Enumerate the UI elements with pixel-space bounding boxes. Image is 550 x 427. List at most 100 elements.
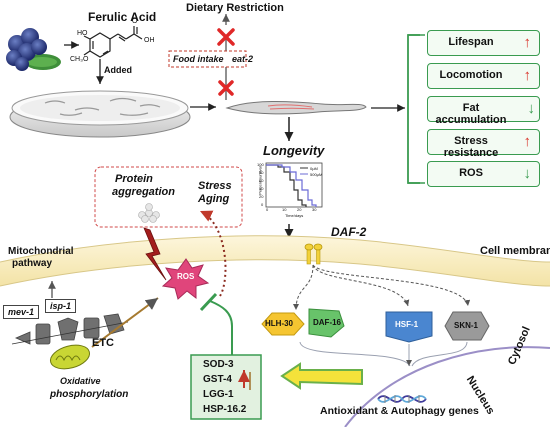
phosphorylation-label: phosphorylation [50, 389, 129, 400]
up-arrow-icon: ↑ [523, 133, 532, 150]
blocked-x-icon [217, 28, 235, 46]
outcome-fat-accumulation: Fat accumulation ↓ [427, 96, 540, 126]
factor-to-gene-line [299, 341, 411, 367]
targets-inhibit-ros [209, 300, 233, 355]
protein-aggregation-label: Protein aggregation [112, 173, 175, 199]
stress-aging-label: Stress Aging [198, 180, 232, 206]
protein-line: Protein [115, 173, 153, 185]
target-gene: LGG-1 [203, 389, 234, 400]
daf2-receptor-icon [304, 243, 323, 265]
inhibition-bar [199, 292, 218, 312]
food-intake-box [168, 50, 247, 68]
survival-curve-control [266, 164, 307, 207]
outcome-locomotion: Locomotion ↑ [427, 63, 540, 89]
mitochondrial-pathway-label: Mitochondrial pathway [8, 246, 74, 270]
factor-to-gene-line [411, 341, 468, 367]
blocked-x-icon [218, 80, 234, 96]
daf2-to-hsf1-arrow [312, 264, 410, 307]
etc-complex-icon [14, 313, 125, 345]
outcome-label: Fat accumulation [435, 102, 507, 126]
c-elegans-worm-icon [225, 101, 367, 115]
hlh30-shape [261, 312, 305, 336]
x-tick: 20 [297, 207, 302, 212]
o-label: O [132, 18, 138, 25]
food-intake-label: Food intake [173, 54, 224, 64]
blueberry-leaf-icon [6, 28, 61, 71]
aggregation-line: aggregation [112, 186, 175, 198]
y-tick: 20 [259, 194, 264, 199]
down-arrow-icon: ↓ [527, 100, 536, 117]
etc-label: ETC [92, 337, 114, 349]
mitochondrial-line: Mitochondrial [8, 246, 74, 257]
ch3o-label: CH₃O [70, 56, 89, 63]
ferulic-acid-structure [83, 26, 143, 58]
daf16-shape [308, 308, 345, 338]
outcome-label: Lifespan [448, 36, 494, 48]
lightning-bolt-icon [143, 227, 167, 281]
skn1-label: SKN-1 [454, 321, 479, 330]
mitochondrion-icon [49, 344, 91, 370]
daf2-to-hlh30-arrow [293, 264, 314, 311]
cell-membrane-label: Cell membrane [480, 245, 550, 257]
etc-membrane-line [11, 321, 129, 345]
down-arrow-icon: ↓ [523, 165, 532, 182]
added-label: Added [104, 65, 132, 75]
outcome-lifespan: Lifespan ↑ [427, 30, 540, 56]
outcome-stress-resistance: Stress resistance ↑ [427, 129, 540, 159]
target-genes-list: SOD-3 GST-4 LGG-1 HSP-16.2 [203, 357, 246, 417]
ros-burst-icon [161, 258, 210, 300]
hsf1-shape [385, 311, 433, 343]
membrane-edge [0, 235, 550, 263]
y-tick: 40 [259, 186, 264, 191]
up-arrow-icon: ↑ [523, 67, 532, 84]
survival-curve-treated [266, 164, 317, 207]
x-tick: 0 [266, 207, 269, 212]
hsf1-label: HSF-1 [395, 320, 419, 329]
daf16-label: DAF-16 [313, 318, 342, 327]
longevity-title: Longevity [263, 143, 325, 158]
outcome-label: Stress resistance [443, 135, 499, 159]
aging-line: Aging [198, 193, 230, 205]
stress-line: Stress [198, 180, 232, 192]
oxidative-label: Oxidative [60, 376, 101, 386]
legend-label: 0μM [310, 166, 318, 171]
target-gene: SOD-3 [203, 359, 234, 370]
outcomes-bracket [407, 34, 420, 184]
target-genes-box [190, 354, 262, 420]
legend-label: 500μM [310, 172, 323, 177]
petri-dish-icon [9, 90, 191, 138]
dna-helix-icon [377, 395, 427, 403]
skn1-shape [444, 311, 490, 341]
oxphos-to-ros-arrow [91, 297, 159, 348]
pathway-line: pathway [12, 258, 53, 269]
dietary-restriction-label: Dietary Restriction [186, 2, 284, 14]
y-tick: 0 [261, 202, 264, 207]
outcome-label: ROS [459, 167, 483, 179]
oh-label: OH [144, 37, 155, 44]
eat2-label: eat-2 [232, 54, 254, 64]
up-arrow-icon: ↑ [523, 34, 532, 51]
ho-label: HO [77, 30, 88, 37]
daf2-to-skn1-arrow [312, 264, 471, 307]
hlh30-label: HLH-30 [265, 319, 294, 328]
outcome-label: Locomotion [439, 69, 503, 81]
gene-expression-arrow [280, 362, 363, 390]
target-gene: HSP-16.2 [203, 404, 247, 415]
x-tick: 10 [282, 207, 287, 212]
x-tick: 30 [312, 207, 317, 212]
survival-xlabel: Time/days [285, 213, 304, 218]
nucleus-border [344, 346, 550, 427]
y-tick: 80 [259, 170, 264, 175]
daf2-label: DAF-2 [331, 225, 367, 239]
genes-label: Antioxidant & Autophagy genes [320, 405, 479, 417]
ros-label: ROS [177, 272, 195, 281]
ferulic-acid-label: Ferulic Acid [88, 10, 157, 24]
survival-curve-chart [265, 162, 323, 208]
cell-membrane-band [0, 235, 550, 286]
isp1-label: isp-1 [45, 299, 77, 313]
membrane-edge [0, 259, 550, 287]
mev1-label: mev-1 [3, 305, 40, 319]
protein-aggregate-icon [138, 203, 160, 223]
